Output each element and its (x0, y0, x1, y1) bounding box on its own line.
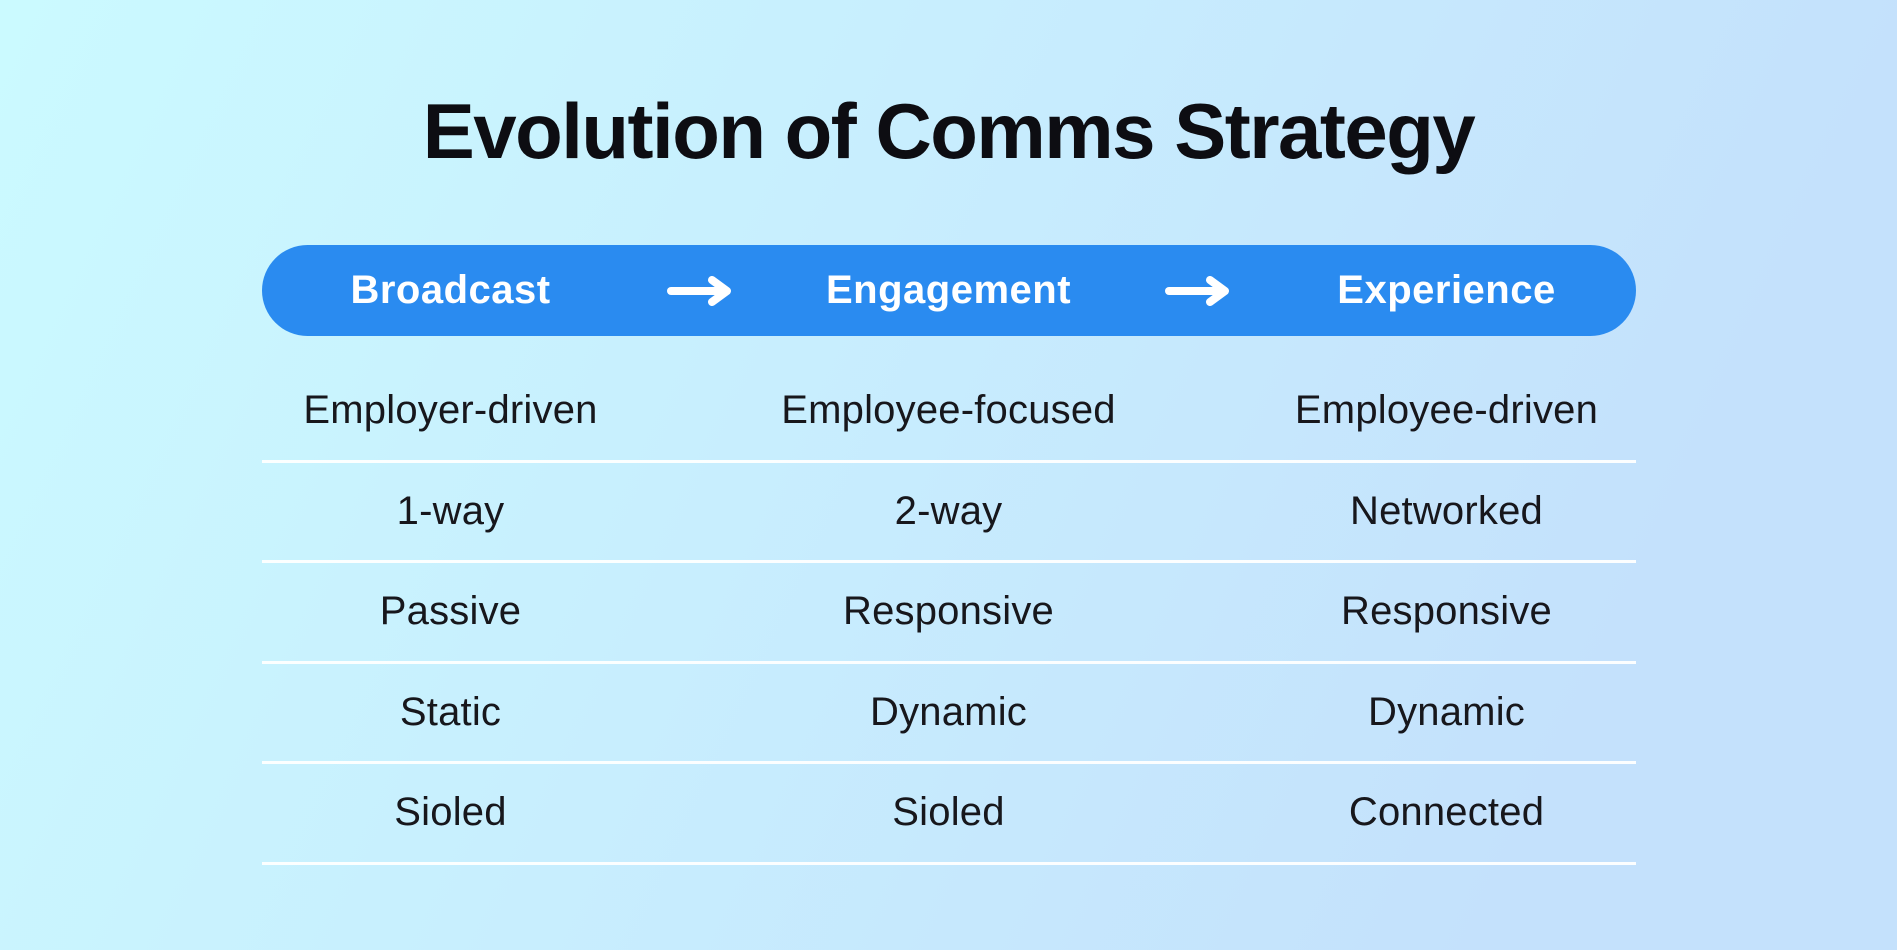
stage-experience: Experience (1337, 268, 1556, 312)
table-row: 1-way 2-way Networked (261, 463, 1636, 563)
cell-broadcast: Passive (379, 589, 522, 634)
stage-engagement: Engagement (825, 268, 1072, 312)
cell-engagement: Sioled (892, 790, 1005, 835)
cell-experience: Responsive (1340, 589, 1552, 634)
cell-broadcast: 1-way (396, 488, 505, 533)
cell-broadcast: Static (399, 689, 502, 734)
table-row: Employer-driven Employee-focused Employe… (261, 362, 1636, 463)
cell-experience: Dynamic (1368, 689, 1525, 734)
stage-broadcast: Broadcast (350, 268, 551, 312)
cell-experience: Connected (1348, 790, 1545, 835)
content-column: Evolution of Comms Strategy Broadcast En… (261, 0, 1636, 950)
table-row: Sioled Sioled Connected (261, 764, 1636, 865)
cell-engagement: Employee-focused (781, 388, 1116, 433)
comparison-table: Employer-driven Employee-focused Employe… (261, 362, 1636, 865)
cell-experience: Employee-driven (1294, 388, 1599, 433)
cell-engagement: Responsive (842, 589, 1054, 634)
stage-banner: Broadcast Engagement Experience (261, 245, 1636, 336)
cell-broadcast: Sioled (394, 790, 507, 835)
cell-engagement: Dynamic (870, 689, 1027, 734)
arrow-right-icon (1138, 275, 1258, 306)
table-row: Static Dynamic Dynamic (261, 664, 1636, 764)
page-title: Evolution of Comms Strategy (422, 87, 1476, 175)
table-row: Passive Responsive Responsive (261, 563, 1636, 664)
cell-experience: Networked (1350, 488, 1543, 533)
cell-engagement: 2-way (894, 488, 1003, 533)
cell-broadcast: Employer-driven (303, 388, 598, 433)
arrow-right-icon (640, 275, 760, 306)
